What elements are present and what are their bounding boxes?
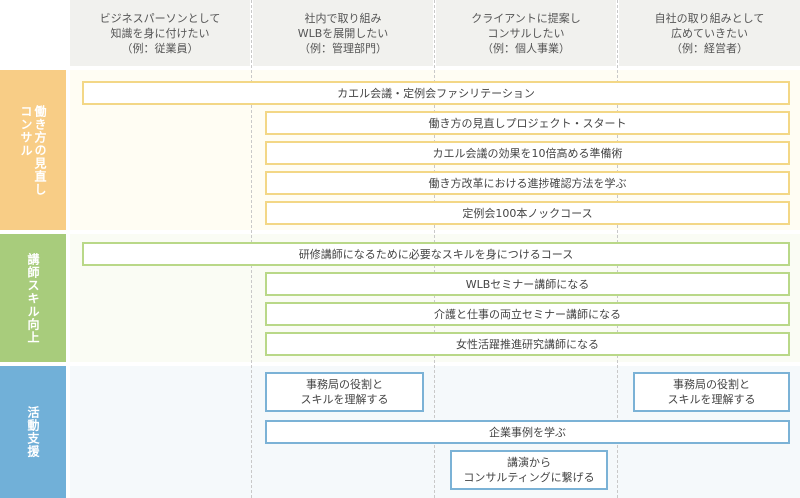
course-trainer-skills[interactable]: 研修講師になるために必要なスキルを身につけるコース <box>82 242 790 266</box>
course-care-seminar[interactable]: 介護と仕事の両立セミナー講師になる <box>265 302 790 326</box>
row-label-trainer: 講師スキル向上 <box>0 234 66 362</box>
row-label-consult-text: 働き方の見直し コンサル <box>19 104 47 196</box>
course-women-seminar[interactable]: 女性活躍推進研究講師になる <box>265 332 790 356</box>
row-label-support-text: 活動支援 <box>26 406 40 458</box>
row-label-consult: 働き方の見直し コンサル <box>0 70 66 230</box>
course-secretariat-left[interactable]: 事務局の役割と スキルを理解する <box>265 372 424 412</box>
course-progress-check[interactable]: 働き方改革における進捗確認方法を学ぶ <box>265 171 790 195</box>
course-meeting-prep[interactable]: カエル会議の効果を10倍高める準備術 <box>265 141 790 165</box>
row-label-trainer-text: 講師スキル向上 <box>26 252 40 344</box>
course-100-knock[interactable]: 定例会100本ノックコース <box>265 201 790 225</box>
course-wlb-seminar[interactable]: WLBセミナー講師になる <box>265 272 790 296</box>
column-header-admin: 社内で取り組み WLBを展開したい （例：管理部門） <box>253 0 433 66</box>
course-secretariat-right[interactable]: 事務局の役割と スキルを理解する <box>633 372 790 412</box>
column-header-individual: クライアントに提案し コンサルしたい （例：個人事業） <box>436 0 616 66</box>
column-header-employee: ビジネスパーソンとして 知識を身に付けたい （例：従業員） <box>70 0 250 66</box>
course-case-studies[interactable]: 企業事例を学ぶ <box>265 420 790 444</box>
course-facilitation[interactable]: カエル会議・定例会ファシリテーション <box>82 81 790 105</box>
course-lecture-consulting[interactable]: 講演から コンサルティングに繋げる <box>450 450 608 490</box>
column-header-manager: 自社の取り組みとして 広めていきたい （例：経営者） <box>619 0 800 66</box>
row-label-support: 活動支援 <box>0 366 66 498</box>
course-project-start[interactable]: 働き方の見直しプロジェクト・スタート <box>265 111 790 135</box>
